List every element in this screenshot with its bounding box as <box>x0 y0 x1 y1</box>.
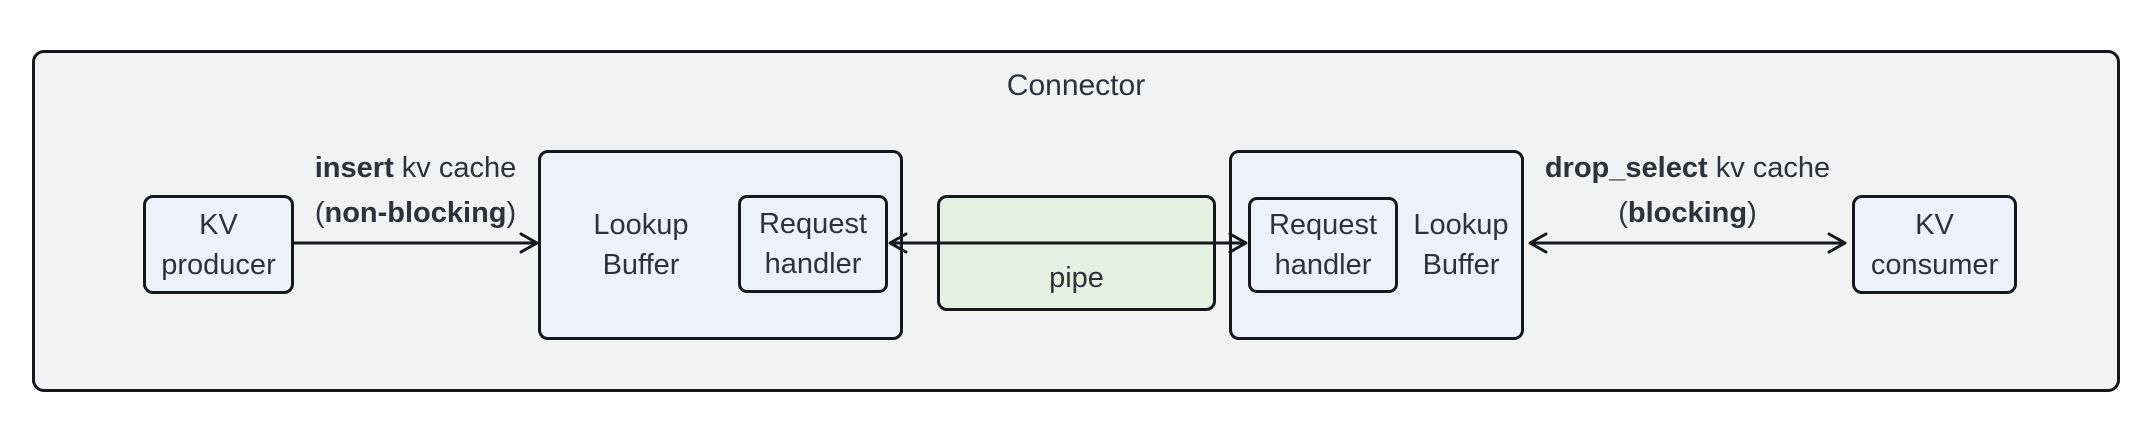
pipe-label: pipe <box>1049 262 1104 294</box>
left-request-handler-label-line1: Request <box>758 208 867 240</box>
left-lookup-buffer-node: Lookup Buffer Request handler <box>538 150 903 340</box>
right-lookup-buffer-label-line2: Buffer <box>1422 249 1500 281</box>
left-lookup-buffer-label: Lookup Buffer <box>541 153 741 337</box>
right-lookup-buffer-node: Request handler Lookup Buffer <box>1229 150 1524 340</box>
insert-edge-label-line2: (non-blocking) <box>288 191 543 236</box>
kv-consumer-label-line1: KV <box>1915 208 1954 241</box>
drop-select-edge-label-paren-open: ( <box>1618 197 1628 229</box>
insert-edge-label-bold: insert <box>314 152 394 184</box>
right-lookup-buffer-label: Lookup Buffer <box>1398 153 1524 337</box>
insert-edge-label-paren-open: ( <box>314 197 325 229</box>
drop-select-edge-label-line2: (blocking) <box>1520 191 1855 236</box>
drop-select-edge-label-bold2: blocking <box>1627 197 1748 229</box>
left-request-handler-label-line2: handler <box>764 248 862 280</box>
drop-select-edge-label-paren-close: ) <box>1747 197 1757 229</box>
diagram-title: Connector <box>1006 69 1146 102</box>
right-request-handler-node: Request handler <box>1248 197 1398 293</box>
insert-edge-label-line1: insert kv cache <box>288 146 543 191</box>
left-lookup-buffer-label-line1: Lookup <box>593 209 689 241</box>
kv-producer-node: KV producer <box>143 195 294 294</box>
kv-producer-label-line2: producer <box>161 248 276 281</box>
left-request-handler-node: Request handler <box>738 195 888 293</box>
drop-select-edge-label-bold: drop_select <box>1544 152 1708 184</box>
insert-edge-label-rest: kv cache <box>393 152 517 184</box>
kv-consumer-label-line2: consumer <box>1870 248 1999 281</box>
drop-select-edge-label-rest: kv cache <box>1707 152 1831 184</box>
pipe-node: pipe <box>937 195 1216 311</box>
right-request-handler-label-line1: Request <box>1268 209 1377 241</box>
insert-edge-label: insert kv cache (non-blocking) <box>288 146 543 236</box>
left-lookup-buffer-label-line2: Buffer <box>602 249 680 281</box>
right-lookup-buffer-label-line1: Lookup <box>1413 209 1509 241</box>
insert-edge-label-bold2: non-blocking <box>324 197 507 229</box>
kv-consumer-node: KV consumer <box>1852 195 2017 294</box>
insert-edge-label-paren-close: ) <box>506 197 517 229</box>
kv-producer-label-line1: KV <box>199 208 238 241</box>
drop-select-edge-label-line1: drop_select kv cache <box>1520 146 1855 191</box>
right-request-handler-label-line2: handler <box>1274 249 1372 281</box>
drop-select-edge-label: drop_select kv cache (blocking) <box>1520 146 1855 236</box>
